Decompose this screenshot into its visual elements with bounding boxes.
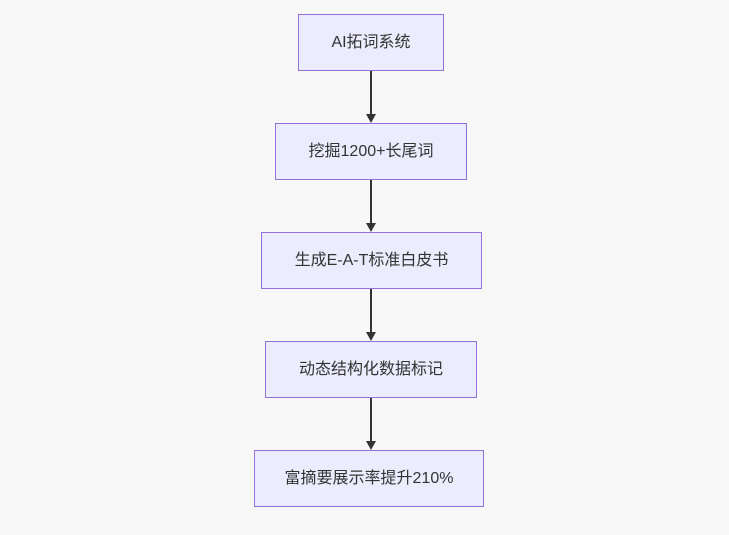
flow-node-generate-eat-whitepaper: 生成E-A-T标准白皮书 [261,232,482,289]
flow-node-label: 挖掘1200+长尾词 [308,142,434,160]
flow-node-dynamic-structured-data-markup: 动态结构化数据标记 [265,341,477,398]
arrow-head-down-icon [365,332,376,341]
flow-node-label: 生成E-A-T标准白皮书 [294,251,449,269]
arrow-line [369,289,372,336]
flow-node-rich-snippet-rate-increase: 富摘要展示率提升210% [254,450,484,507]
flow-edge-4 [364,398,377,450]
flow-edge-3 [364,289,377,341]
arrow-head-down-icon [365,114,376,123]
arrow-line [369,71,372,118]
flow-node-label: AI拓词系统 [331,33,411,51]
flow-node-label: 富摘要展示率提升210% [284,469,454,487]
flow-edge-2 [364,180,377,232]
flow-node-ai-word-expansion-system: AI拓词系统 [298,14,444,71]
flow-node-label: 动态结构化数据标记 [298,360,443,378]
flow-edge-1 [364,71,377,123]
arrow-head-down-icon [365,441,376,450]
arrow-head-down-icon [365,223,376,232]
flow-node-mine-longtail-keywords: 挖掘1200+长尾词 [275,123,467,180]
arrow-line [369,180,372,227]
arrow-line [369,398,372,445]
